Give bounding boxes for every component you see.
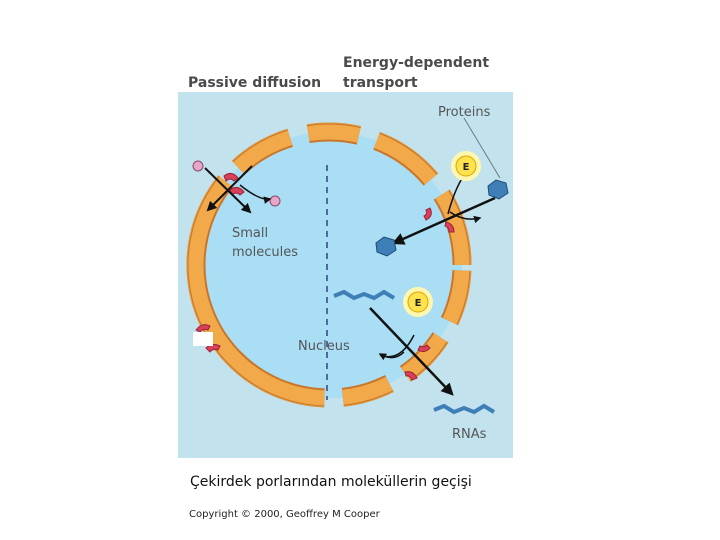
protein-outside-icon <box>487 179 509 200</box>
figure-caption: Çekirdek porlarından moleküllerin geçişi <box>190 474 472 490</box>
energy-burst-protein: E <box>451 151 481 181</box>
pore-left-outer <box>195 324 211 333</box>
heading-energy-dependent: Energy-dependent <box>343 55 489 71</box>
energy-label-protein: E <box>463 162 470 173</box>
pore-top-left-inner <box>229 186 245 196</box>
pore-top-left-outer <box>223 172 239 182</box>
pore-right-lower-inner <box>404 371 418 381</box>
rna-outside-icon <box>433 403 496 415</box>
pore-right-upper-outer <box>423 207 432 221</box>
rna-inside-icon <box>333 289 396 301</box>
nuclear-pores <box>195 172 455 381</box>
small-molecule-inside <box>269 195 281 207</box>
label-molecules: molecules <box>232 245 298 260</box>
left-pore-opening <box>193 332 213 346</box>
label-proteins: Proteins <box>438 105 491 120</box>
label-rnas: RNAs <box>452 427 487 442</box>
protein-inside-icon <box>375 236 397 257</box>
copyright-notice: Copyright © 2000, Geoffrey M Cooper <box>189 509 380 520</box>
rna-export <box>333 289 496 415</box>
heading-transport: transport <box>343 75 418 91</box>
pore-right-upper-inner <box>444 221 455 233</box>
energy-label-rna: E <box>415 298 422 309</box>
label-small: Small <box>232 226 268 241</box>
pore-right-lower-outer <box>417 344 431 353</box>
small-molecule-outside <box>192 160 204 172</box>
small-molecule-passage <box>192 160 281 214</box>
energy-burst-rna: E <box>403 287 433 317</box>
protein-import <box>375 117 509 257</box>
label-nucleus: Nucleus <box>298 339 350 354</box>
heading-passive-diffusion: Passive diffusion <box>188 75 321 91</box>
